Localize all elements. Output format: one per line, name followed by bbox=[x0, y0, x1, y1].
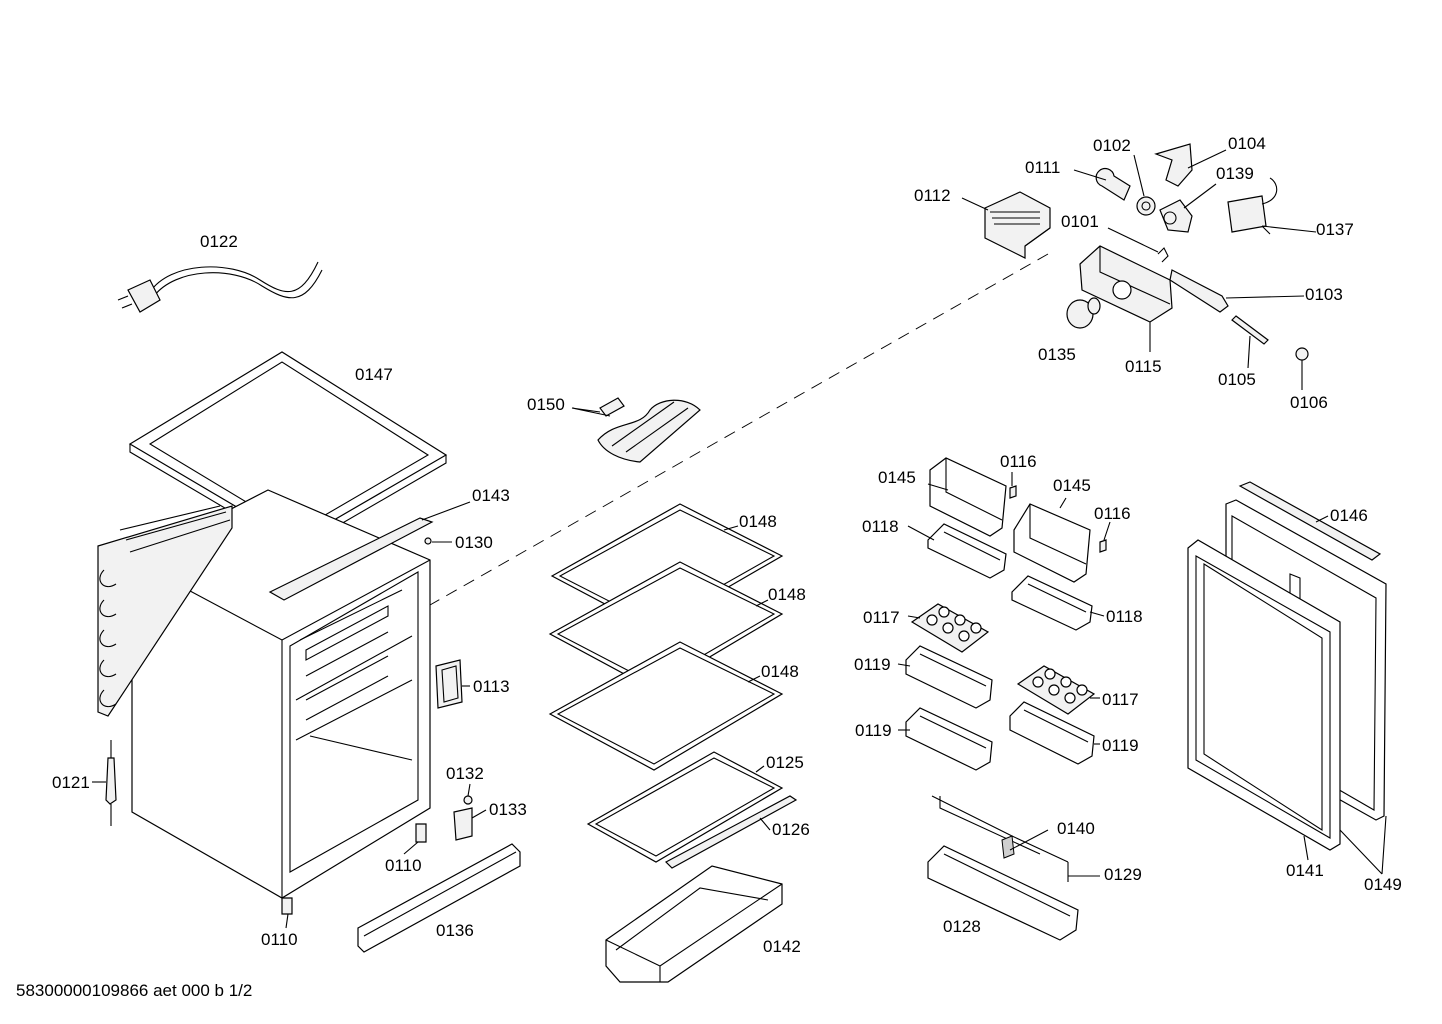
part-0137-switch bbox=[1228, 178, 1277, 234]
part-0141-door-gasket bbox=[1188, 540, 1340, 850]
label-0148-a: 0148 bbox=[739, 512, 777, 531]
label-0140: 0140 bbox=[1057, 819, 1095, 838]
label-0110-a: 0110 bbox=[385, 856, 422, 875]
label-0141: 0141 bbox=[1286, 861, 1324, 880]
document-footer-code: 58300000109866 aet 000 b 1/2 bbox=[16, 981, 253, 1000]
label-0128: 0128 bbox=[943, 917, 981, 936]
label-0125: 0125 bbox=[766, 753, 804, 772]
part-0103-sensor-arm bbox=[1170, 270, 1228, 312]
label-0117-b: 0117 bbox=[1102, 690, 1139, 709]
assembly-guide-line bbox=[400, 254, 1048, 622]
label-0119-a: 0119 bbox=[854, 655, 891, 674]
part-0110-foot-a bbox=[416, 824, 426, 842]
part-0135-knob bbox=[1067, 298, 1100, 328]
label-0119-b: 0119 bbox=[855, 721, 892, 740]
label-0112: 0112 bbox=[914, 186, 951, 205]
label-0102: 0102 bbox=[1093, 136, 1131, 155]
label-0121: 0121 bbox=[52, 773, 90, 792]
part-0143-rail bbox=[270, 518, 432, 600]
label-0136: 0136 bbox=[436, 921, 474, 940]
label-0116-a: 0116 bbox=[1000, 452, 1037, 471]
part-0117-egg-tray-a bbox=[912, 604, 988, 652]
cabinet-body bbox=[132, 490, 430, 898]
label-0132: 0132 bbox=[446, 764, 484, 783]
part-0118-tray-b bbox=[1012, 576, 1092, 630]
part-0116-pin-a bbox=[1010, 486, 1016, 498]
part-0121-drier bbox=[106, 740, 116, 826]
part-0115-housing bbox=[1080, 246, 1172, 322]
part-0139-lampholder bbox=[1160, 200, 1192, 232]
label-0133: 0133 bbox=[489, 800, 527, 819]
part-0119-tray-a bbox=[906, 646, 992, 708]
label-0147: 0147 bbox=[355, 365, 393, 384]
part-0110-foot-b bbox=[282, 898, 292, 914]
label-0143: 0143 bbox=[472, 486, 510, 505]
label-0148-b: 0148 bbox=[768, 585, 806, 604]
part-0118-tray-a bbox=[928, 524, 1006, 578]
part-0122-power-cord bbox=[118, 262, 322, 312]
part-0148-shelf-b bbox=[550, 562, 782, 690]
part-0101-clip bbox=[1158, 248, 1168, 262]
condenser-coil bbox=[98, 506, 232, 716]
label-0110-b: 0110 bbox=[261, 930, 298, 949]
label-0105: 0105 bbox=[1218, 370, 1256, 389]
part-0112-cover bbox=[985, 192, 1050, 258]
label-0113: 0113 bbox=[473, 677, 510, 696]
label-0142: 0142 bbox=[763, 937, 801, 956]
label-0126: 0126 bbox=[772, 820, 810, 839]
part-0146-top-strip bbox=[1240, 482, 1380, 560]
part-0119-tray-b bbox=[906, 708, 992, 770]
label-0116-b: 0116 bbox=[1094, 504, 1131, 523]
label-0146: 0146 bbox=[1330, 506, 1368, 525]
part-0145-balcony-a bbox=[930, 458, 1006, 536]
part-0106-cap bbox=[1296, 348, 1308, 360]
part-0117-egg-tray-b bbox=[1018, 666, 1094, 714]
part-0142-crisper bbox=[606, 866, 782, 982]
label-0145-b: 0145 bbox=[1053, 476, 1091, 495]
part-0113-panel bbox=[436, 660, 462, 708]
label-0145-a: 0145 bbox=[878, 468, 916, 487]
part-0111-lamp bbox=[1096, 169, 1130, 200]
part-0132-nut bbox=[464, 796, 472, 804]
label-0115: 0115 bbox=[1125, 357, 1162, 376]
part-0136-plinth bbox=[358, 844, 520, 952]
part-0116-pin-b bbox=[1100, 540, 1106, 552]
label-0150: 0150 bbox=[527, 395, 565, 414]
label-0129: 0129 bbox=[1104, 865, 1142, 884]
part-0148-shelf-c bbox=[550, 642, 782, 770]
part-0104-bracket bbox=[1156, 144, 1192, 186]
label-0148-c: 0148 bbox=[761, 662, 799, 681]
part-0128-bottle-shelf bbox=[928, 846, 1078, 940]
label-0101: 0101 bbox=[1061, 212, 1099, 231]
part-0119-tray-c bbox=[1010, 702, 1094, 764]
label-0111: 0111 bbox=[1025, 158, 1061, 177]
part-0125-glass-plate bbox=[588, 752, 782, 862]
label-0118-b: 0118 bbox=[1106, 607, 1143, 626]
label-0122: 0122 bbox=[200, 232, 238, 251]
label-0103: 0103 bbox=[1305, 285, 1343, 304]
part-0126-strip bbox=[666, 796, 796, 868]
part-0150-tray bbox=[598, 398, 700, 462]
part-0140-bracket bbox=[932, 796, 1068, 862]
label-0135: 0135 bbox=[1038, 345, 1076, 364]
part-0130-screw bbox=[425, 538, 431, 544]
part-0145-balcony-b bbox=[1014, 504, 1090, 582]
label-0139: 0139 bbox=[1216, 164, 1254, 183]
label-0149: 0149 bbox=[1364, 875, 1402, 894]
label-0117-a: 0117 bbox=[863, 608, 900, 627]
label-0130: 0130 bbox=[455, 533, 493, 552]
part-0133-hinge bbox=[454, 808, 472, 840]
part-0105-rod bbox=[1232, 316, 1268, 344]
label-0118-a: 0118 bbox=[862, 517, 899, 536]
leader-lines bbox=[92, 150, 1386, 928]
label-0137: 0137 bbox=[1316, 220, 1354, 239]
label-0119-c: 0119 bbox=[1102, 736, 1139, 755]
label-0104: 0104 bbox=[1228, 134, 1266, 153]
part-0102-socket bbox=[1137, 197, 1155, 215]
label-0106: 0106 bbox=[1290, 393, 1328, 412]
